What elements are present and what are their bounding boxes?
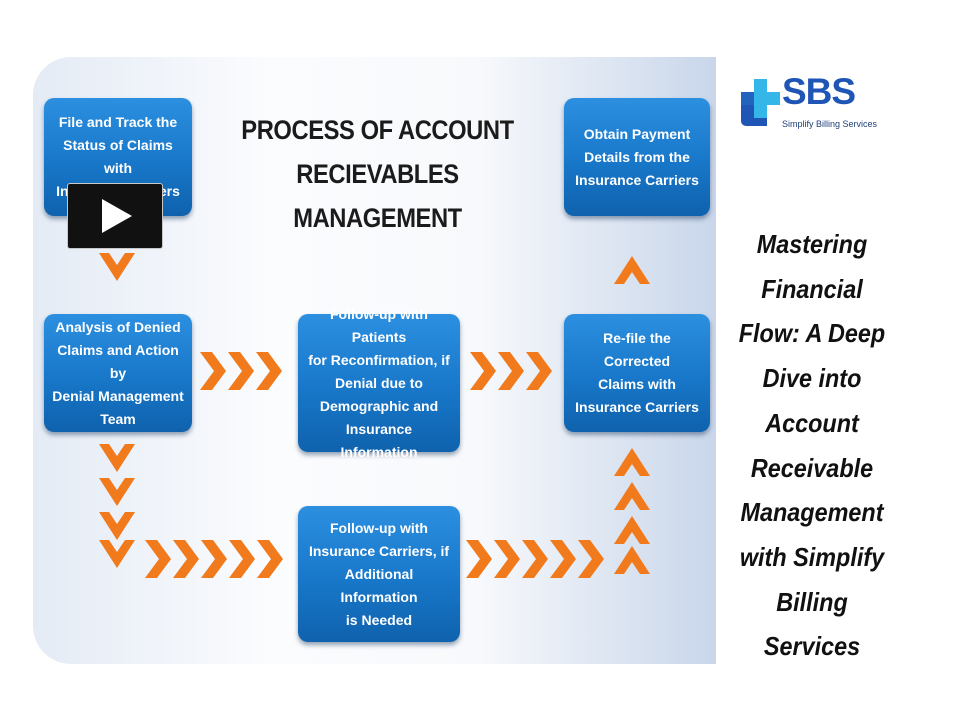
diagram-title: PROCESS OF ACCOUNT RECIEVABLES MANAGEMEN…: [241, 115, 514, 233]
box-file-track-claims: File and Track the Status of Claims with…: [44, 98, 192, 216]
box-followup-insurance-carriers: Follow-up with Insurance Carriers, if Ad…: [298, 506, 460, 642]
arrows-right-carriers-to-refile: [466, 540, 604, 578]
arrows-down-analysis-to-carriers: [99, 444, 135, 568]
arrow-down-file-to-analysis: [99, 253, 135, 281]
side-heading: Mastering Financial Flow: A Deep Dive in…: [738, 229, 886, 662]
arrows-right-patients-to-refile: [470, 352, 552, 390]
arrow-up-refile-to-payment: [614, 256, 650, 284]
logo-text: SBS: [782, 71, 856, 112]
sbs-logo: SBS Simplify Billing Services: [738, 71, 877, 140]
logo-tagline: Simplify Billing Services: [782, 119, 878, 129]
box-obtain-payment-details: Obtain Payment Details from the Insuranc…: [564, 98, 710, 216]
arrows-right-to-followup-carriers: [145, 540, 283, 578]
box-refile-corrected-claims: Re-file the Corrected Claims with Insura…: [564, 314, 710, 432]
play-icon: [102, 199, 132, 233]
medical-cross-logo-icon: [741, 79, 780, 126]
arrows-right-analysis-to-patients: [200, 352, 282, 390]
box-followup-patients: Follow-up with Patients for Reconfirmati…: [298, 306, 460, 460]
box-analysis-denied-claims: Analysis of Denied Claims and Action by …: [44, 314, 192, 432]
arrows-up-carriers-to-refile: [614, 448, 650, 574]
play-button[interactable]: [67, 183, 163, 249]
